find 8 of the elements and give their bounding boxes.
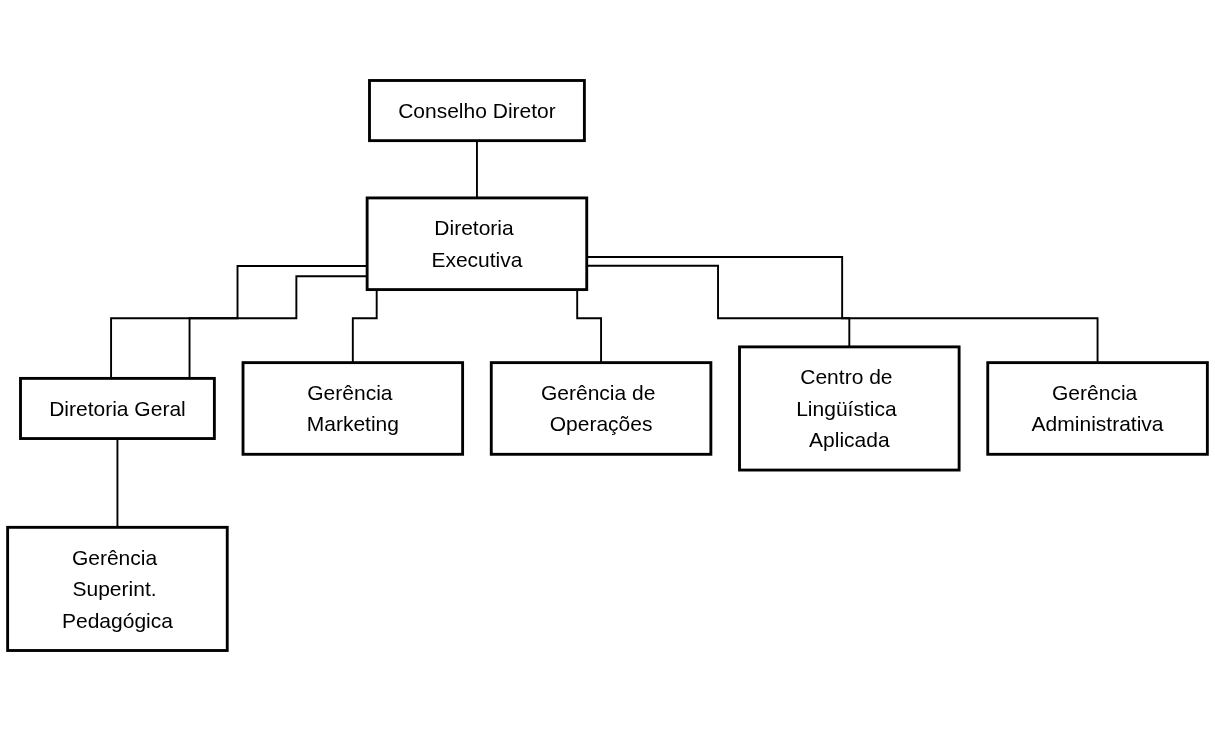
node-box: Gerência Superint. Pedagógica xyxy=(6,525,229,652)
node-box: Gerência Marketing xyxy=(241,361,465,456)
node-box: Centro de Lingüística Aplicada xyxy=(738,345,961,472)
node-box: Conselho Diretor xyxy=(368,79,586,143)
node-box: Diretoria Geral xyxy=(19,376,216,440)
node-box: Gerência de Operações xyxy=(489,361,713,456)
node-box: Diretoria Executiva xyxy=(365,196,589,291)
node-box: Gerência Administrativa xyxy=(986,361,1209,456)
